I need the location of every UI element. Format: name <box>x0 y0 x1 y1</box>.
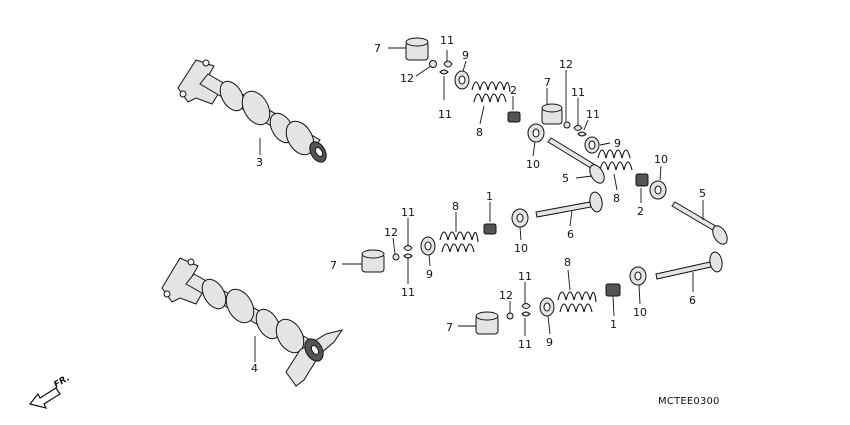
callout-label: 3 <box>256 156 263 169</box>
exhaust-valve-1 <box>547 137 605 184</box>
camshaft-upper <box>177 59 327 163</box>
callout-label: 1 <box>610 318 617 331</box>
callout-label: 9 <box>462 49 469 62</box>
callout-label: 7 <box>544 76 551 89</box>
callout-label: 12 <box>559 58 573 71</box>
callout-label: 11 <box>440 34 454 47</box>
callout-label: 9 <box>426 268 433 281</box>
stem-seals <box>483 111 649 297</box>
callout-label: 2 <box>510 84 517 97</box>
callout-label: 7 <box>374 42 381 55</box>
leader-lines <box>254 47 704 362</box>
front-direction-arrow: FR. <box>28 373 72 409</box>
callout-label: 11 <box>571 86 585 99</box>
callout-label: 12 <box>499 289 513 302</box>
callout-labels: 3 4 7 12 11 11 9 2 8 7 12 11 11 9 10 5 8… <box>251 34 706 375</box>
callout-label: 2 <box>637 205 644 218</box>
shims-and-cotters <box>392 60 587 320</box>
callout-label: 10 <box>633 306 647 319</box>
callout-label: 6 <box>689 294 696 307</box>
callout-label: 10 <box>514 242 528 255</box>
valve-spring-2 <box>597 149 633 171</box>
callout-label: 5 <box>562 172 569 185</box>
intake-valve-1 <box>535 191 603 218</box>
diagram-code: MCTEE0300 <box>658 396 720 407</box>
callout-label: 8 <box>476 126 483 139</box>
callout-label: 8 <box>613 192 620 205</box>
callout-label: 11 <box>518 270 532 283</box>
callout-label: 11 <box>401 206 415 219</box>
callout-label: 7 <box>446 321 453 334</box>
camshaft-lower <box>161 257 344 387</box>
callout-label: 10 <box>654 153 668 166</box>
callout-label: 1 <box>486 190 493 203</box>
callout-label: 11 <box>401 286 415 299</box>
callout-label: 11 <box>518 338 532 351</box>
callout-label: 12 <box>400 72 414 85</box>
spring-seats <box>511 123 667 286</box>
valve-spring-4 <box>557 291 597 313</box>
callout-label: 12 <box>384 226 398 239</box>
callout-label: 9 <box>614 137 621 150</box>
callout-label: 9 <box>546 336 553 349</box>
tappet-1 <box>405 37 429 61</box>
intake-valve-2 <box>655 251 723 280</box>
tappet-2 <box>541 103 563 125</box>
callout-label: 8 <box>452 200 459 213</box>
tappet-3 <box>361 249 385 273</box>
tappet-4 <box>475 311 499 335</box>
callout-label: 8 <box>564 256 571 269</box>
callout-label: 7 <box>330 259 337 272</box>
callout-label: 11 <box>438 108 452 121</box>
valve-spring-1 <box>471 81 511 103</box>
callout-label: 6 <box>567 228 574 241</box>
callout-label: 11 <box>586 108 600 121</box>
callout-label: 10 <box>526 158 540 171</box>
exhaust-valve-2 <box>671 201 728 245</box>
valve-spring-3 <box>439 231 479 253</box>
callout-label: 4 <box>251 362 258 375</box>
front-direction-label: FR. <box>52 373 71 390</box>
callout-label: 5 <box>699 187 706 200</box>
retainers <box>420 70 600 317</box>
